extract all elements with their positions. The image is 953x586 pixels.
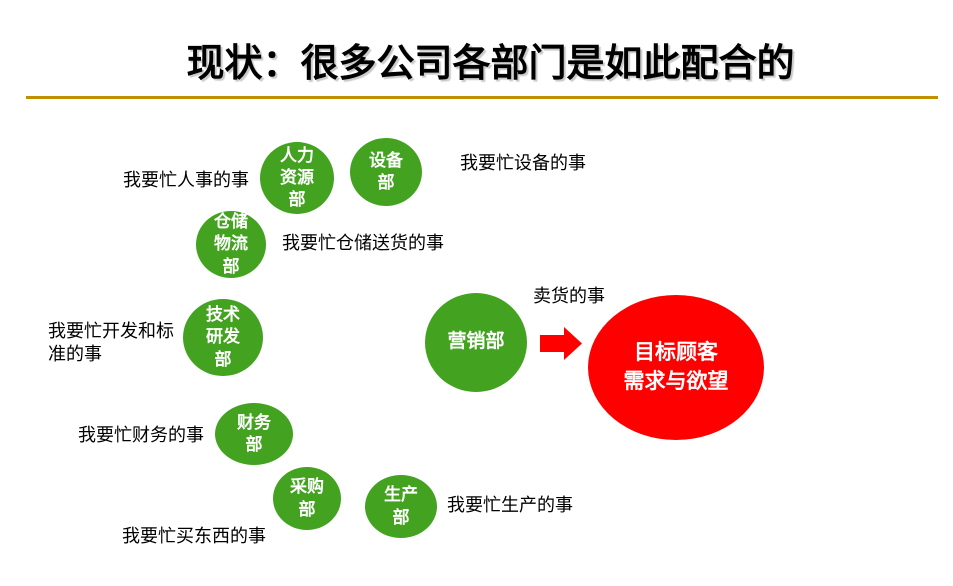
dept-circle-finance: 财务 部 (215, 403, 293, 465)
dept-circle-warehouse: 仓储 物流 部 (196, 211, 266, 278)
note-hr: 我要忙人事的事 (123, 170, 249, 190)
note-finance: 我要忙财务的事 (78, 425, 204, 445)
dept-circle-hr: 人力 资源 部 (260, 142, 334, 214)
note-purchasing: 我要忙买东西的事 (122, 526, 266, 546)
title-divider (26, 96, 938, 99)
dept-circle-marketing: 营销部 (425, 293, 527, 392)
note-production: 我要忙生产的事 (447, 495, 573, 515)
note-equipment: 我要忙设备的事 (460, 153, 586, 173)
target-customer-circle: 目标顾客 需求与欲望 (588, 295, 764, 440)
dept-circle-purchasing: 采购 部 (273, 467, 341, 530)
flow-arrow (540, 327, 582, 360)
note-tech: 我要忙开发和标 准的事 (48, 321, 174, 365)
note-warehouse: 我要忙仓储送货的事 (282, 233, 444, 253)
dept-circle-production: 生产 部 (365, 475, 437, 538)
note-selling: 卖货的事 (533, 286, 605, 306)
slide-title: 现状：很多公司各部门是如此配合的 (186, 43, 795, 85)
dept-circle-equipment: 设备 部 (350, 138, 422, 206)
dept-circle-tech: 技术 研发 部 (183, 299, 263, 376)
